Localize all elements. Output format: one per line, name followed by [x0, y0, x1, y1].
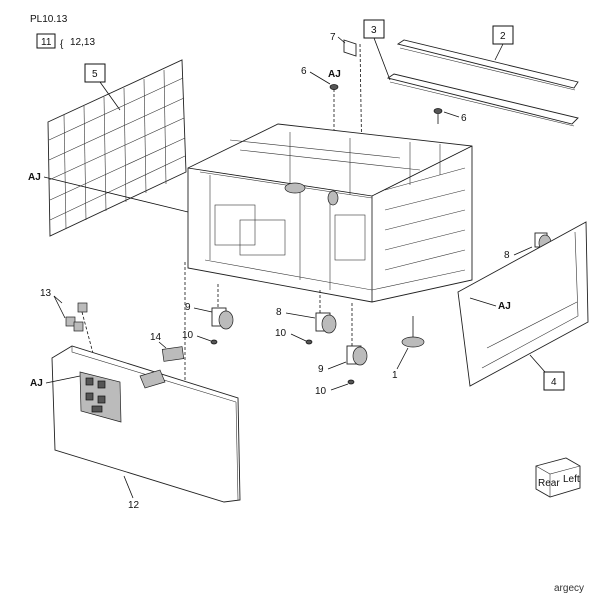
part-9-caster-left: 9 — [185, 284, 234, 330]
callout-aj-3: AJ — [498, 301, 511, 312]
part-12-front-cover: 12 AJ — [30, 345, 241, 511]
part-8-caster-center: 8 — [276, 290, 337, 334]
callout-13: 13 — [40, 288, 52, 299]
callout-10c: 10 — [275, 328, 287, 339]
ref-items-label: 12,13 — [70, 37, 95, 48]
callout-5: 5 — [92, 69, 98, 80]
plate-number: PL10.13 — [30, 14, 68, 25]
cube-left-label: Left — [563, 474, 580, 485]
callout-3: 3 — [371, 25, 377, 36]
part-6-screw-right: 6 — [433, 108, 467, 124]
orientation-cube: Rear Left — [535, 457, 581, 498]
callout-7: 7 — [330, 32, 336, 43]
part-2-top-rail: 2 — [396, 25, 579, 91]
ref-box-11 — [36, 33, 56, 49]
callout-8b: 8 — [276, 307, 282, 318]
part-10-screw-center: 10 — [275, 328, 313, 345]
part-4-rear-cover: 4 AJ — [457, 221, 589, 391]
callout-box-5 — [84, 63, 106, 83]
part-10-screw-front: 10 — [315, 379, 355, 397]
callout-10b: 10 — [182, 330, 194, 341]
part-3-rear-rail: 3 — [363, 19, 579, 127]
part-1-leveling-foot: 1 — [392, 316, 425, 381]
callout-9a: 9 — [185, 302, 191, 313]
callout-10d: 10 — [315, 386, 327, 397]
callout-12: 12 — [128, 500, 140, 511]
front-cover-panel — [79, 371, 122, 423]
cube-rear-label: Rear — [538, 478, 560, 489]
part-10-screw-left: 10 — [182, 330, 218, 345]
ref-box-label: 11 — [41, 37, 52, 48]
part-6-screw-top: 6 AJ — [301, 66, 341, 196]
main-frame — [187, 123, 473, 303]
callout-aj-1: AJ — [328, 69, 341, 80]
callout-6a: 6 — [301, 66, 307, 77]
watermark: argecy — [553, 583, 584, 594]
callout-9b: 9 — [318, 364, 324, 375]
callout-6b: 6 — [461, 113, 467, 124]
callout-1: 1 — [392, 370, 398, 381]
callout-14: 14 — [150, 332, 162, 343]
callout-8a: 8 — [504, 250, 510, 261]
callout-box-4 — [543, 371, 565, 391]
callout-aj-2: AJ — [28, 172, 41, 183]
part-5-side-cover: 5 — [47, 59, 187, 237]
callout-4: 4 — [551, 377, 557, 388]
brace: { — [60, 39, 64, 50]
callout-2: 2 — [500, 31, 506, 42]
part-9-caster-front: 9 — [318, 303, 368, 375]
callout-aj-4: AJ — [30, 378, 43, 389]
